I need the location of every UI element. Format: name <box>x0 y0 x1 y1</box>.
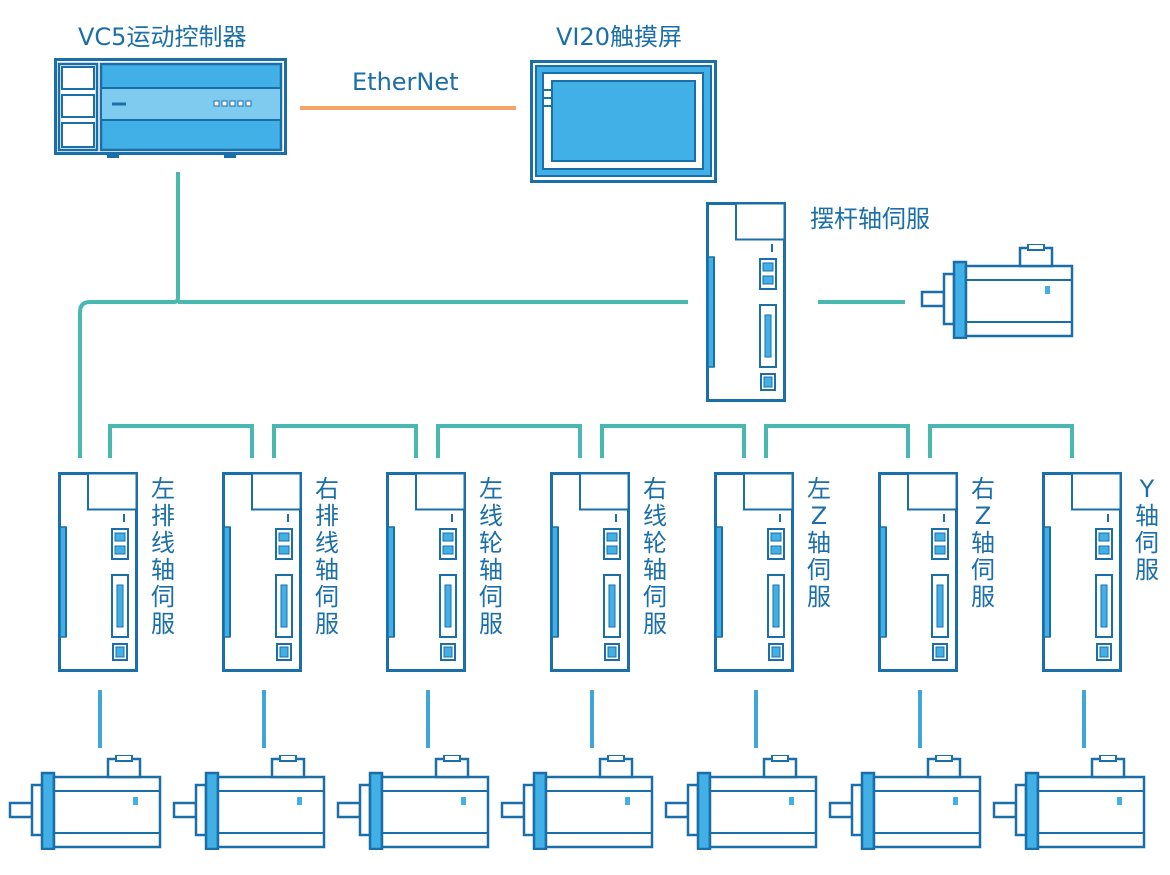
motor-3 <box>336 754 491 854</box>
servo-drive-graphic-2 <box>222 472 302 672</box>
servo-label-2: 右排线轴伺服 <box>315 475 339 638</box>
chain-link-2 <box>272 424 418 458</box>
motor-7 <box>992 754 1147 854</box>
servo-drive-graphic-1 <box>58 472 138 672</box>
swing-motor <box>920 243 1075 343</box>
motor-5 <box>664 754 819 854</box>
servo-drive-7 <box>1042 472 1122 676</box>
servo-drive-graphic-4 <box>550 472 630 672</box>
motor-graphic-1 <box>8 754 162 851</box>
servo-label-4: 右线轮轴伺服 <box>643 475 667 638</box>
chain-link-5 <box>764 424 910 458</box>
controller-bus-line <box>78 172 180 458</box>
servo-drive-3 <box>386 472 466 676</box>
servo-drive-6 <box>878 472 958 676</box>
swing-servo-device <box>706 202 786 406</box>
chain-link-4 <box>600 424 746 458</box>
controller-label: VC5运动控制器 <box>78 23 247 51</box>
servo-drive-4 <box>550 472 630 676</box>
servo-drive-1 <box>58 472 138 676</box>
servo-drive-5 <box>714 472 794 676</box>
servo-drive-2 <box>222 472 302 676</box>
servo-label-5: 左Z轴伺服 <box>807 475 831 611</box>
motor-graphic-2 <box>172 754 326 851</box>
motor-2 <box>172 754 327 854</box>
swing-motor-graphic <box>920 243 1074 340</box>
chain-link-1 <box>108 424 254 458</box>
servo-label-6: 右Z轴伺服 <box>971 475 995 611</box>
servo-drive-graphic-7 <box>1042 472 1122 672</box>
swing-servo-graphic <box>706 202 786 402</box>
chain-link-3 <box>436 424 582 458</box>
ethernet-label: EtherNet <box>352 68 459 96</box>
motor-4 <box>500 754 655 854</box>
touchscreen-label: VI20触摸屏 <box>556 23 683 51</box>
motor-graphic-5 <box>664 754 818 851</box>
motor-graphic-3 <box>336 754 490 851</box>
touchscreen-device <box>530 60 717 183</box>
motor-6 <box>828 754 983 854</box>
servo-label-7: Y轴伺服 <box>1135 475 1159 584</box>
servo-label-3: 左线轮轴伺服 <box>479 475 503 638</box>
servo-drive-graphic-3 <box>386 472 466 672</box>
motor-graphic-6 <box>828 754 982 851</box>
motor-1 <box>8 754 163 854</box>
servo-drive-graphic-5 <box>714 472 794 672</box>
swing-servo-label: 摆杆轴伺服 <box>810 205 930 233</box>
servo-label-1: 左排线轴伺服 <box>151 475 175 638</box>
controller-device <box>54 58 287 158</box>
motor-graphic-4 <box>500 754 654 851</box>
motor-graphic-7 <box>992 754 1146 851</box>
chain-link-6 <box>928 424 1074 458</box>
servo-drive-graphic-6 <box>878 472 958 672</box>
